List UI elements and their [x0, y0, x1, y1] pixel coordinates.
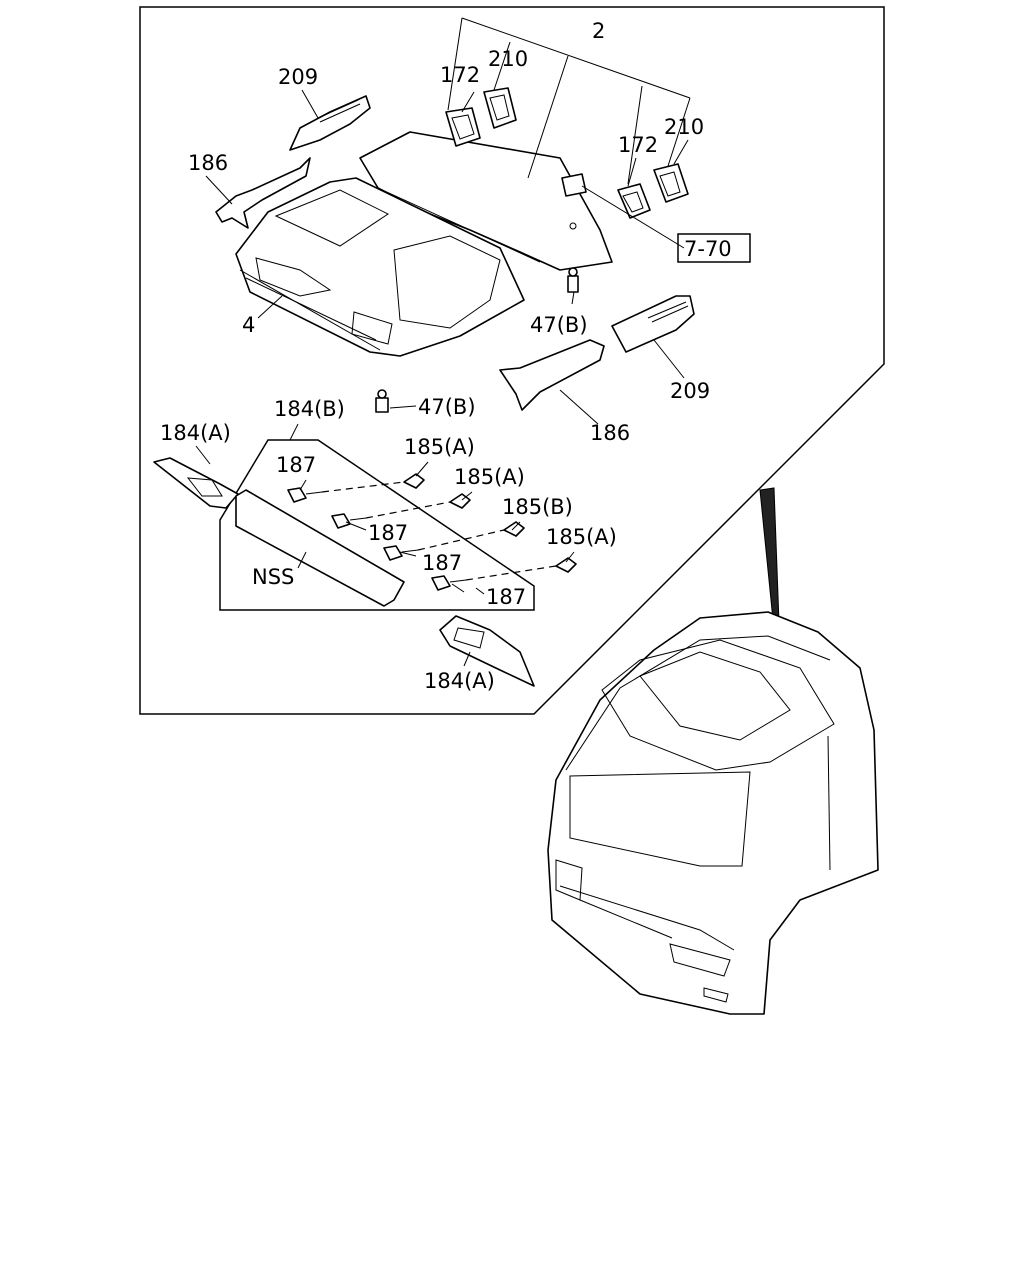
screw-187-2	[331, 513, 367, 529]
callout-nss: NSS	[252, 565, 294, 589]
callout-184a-upper: 184(A)	[160, 421, 231, 445]
ring-210-right	[653, 163, 689, 203]
vent-trim-209-right	[611, 295, 695, 353]
callout-185a-2: 185(A)	[454, 465, 525, 489]
callout-185a-3: 185(A)	[546, 525, 617, 549]
dashed-line-1	[321, 481, 405, 493]
screw-187-1	[287, 487, 323, 503]
sun-visor-184a-lower	[439, 615, 535, 687]
callout-187-3: 187	[422, 551, 462, 575]
sun-visor-184a-upper	[153, 457, 239, 509]
callout-7-70: 7-70	[684, 237, 732, 261]
dashed-line-2	[365, 501, 451, 519]
callout-209-right: 209	[670, 379, 710, 403]
callout-47b-lower: 47(B)	[418, 395, 476, 419]
visor-panel-184b	[235, 489, 405, 607]
leader-lines	[195, 17, 691, 667]
callout-187-2: 187	[368, 521, 408, 545]
pillar-trim-186-right	[499, 339, 605, 411]
dashed-line-3	[417, 529, 505, 551]
callout-47b-upper: 47(B)	[530, 313, 588, 337]
callout-187-4: 187	[486, 585, 526, 609]
callout-184b: 184(B)	[274, 397, 345, 421]
screw-187-3	[383, 545, 419, 561]
dashed-line-4	[465, 565, 557, 581]
clip-47b-lower	[375, 389, 389, 413]
reference-box	[677, 233, 751, 263]
callout-172-left: 172	[440, 63, 480, 87]
clip-185a-3	[555, 557, 577, 573]
callout-172-right: 172	[618, 133, 658, 157]
grommet-172-right	[617, 183, 651, 219]
clip-47b-upper	[567, 267, 579, 293]
callout-210-right: 210	[664, 115, 704, 139]
pillar-trim-186-upper	[215, 157, 311, 229]
screw-187-4	[431, 575, 467, 591]
clip-185b	[503, 521, 525, 537]
callout-186-right: 186	[590, 421, 630, 445]
ring-210-left	[483, 87, 517, 129]
callout-209-top: 209	[278, 65, 318, 89]
clip-185a-1	[403, 473, 425, 489]
callout-187-1: 187	[276, 453, 316, 477]
callout-210-left: 210	[488, 47, 528, 71]
vent-trim-209-upper	[289, 95, 371, 151]
callout-186-top: 186	[188, 151, 228, 175]
callout-185a-1: 185(A)	[404, 435, 475, 459]
callout-4: 4	[242, 313, 255, 337]
roof-console-tray	[235, 177, 525, 357]
diagram-frame	[139, 6, 885, 715]
truck-cab-illustration	[547, 611, 879, 1015]
callout-185b: 185(B)	[502, 495, 573, 519]
callout-2: 2	[592, 19, 605, 43]
nss-group-frame	[219, 439, 535, 611]
callout-184a-lower: 184(A)	[424, 669, 495, 693]
clip-part	[561, 173, 587, 197]
